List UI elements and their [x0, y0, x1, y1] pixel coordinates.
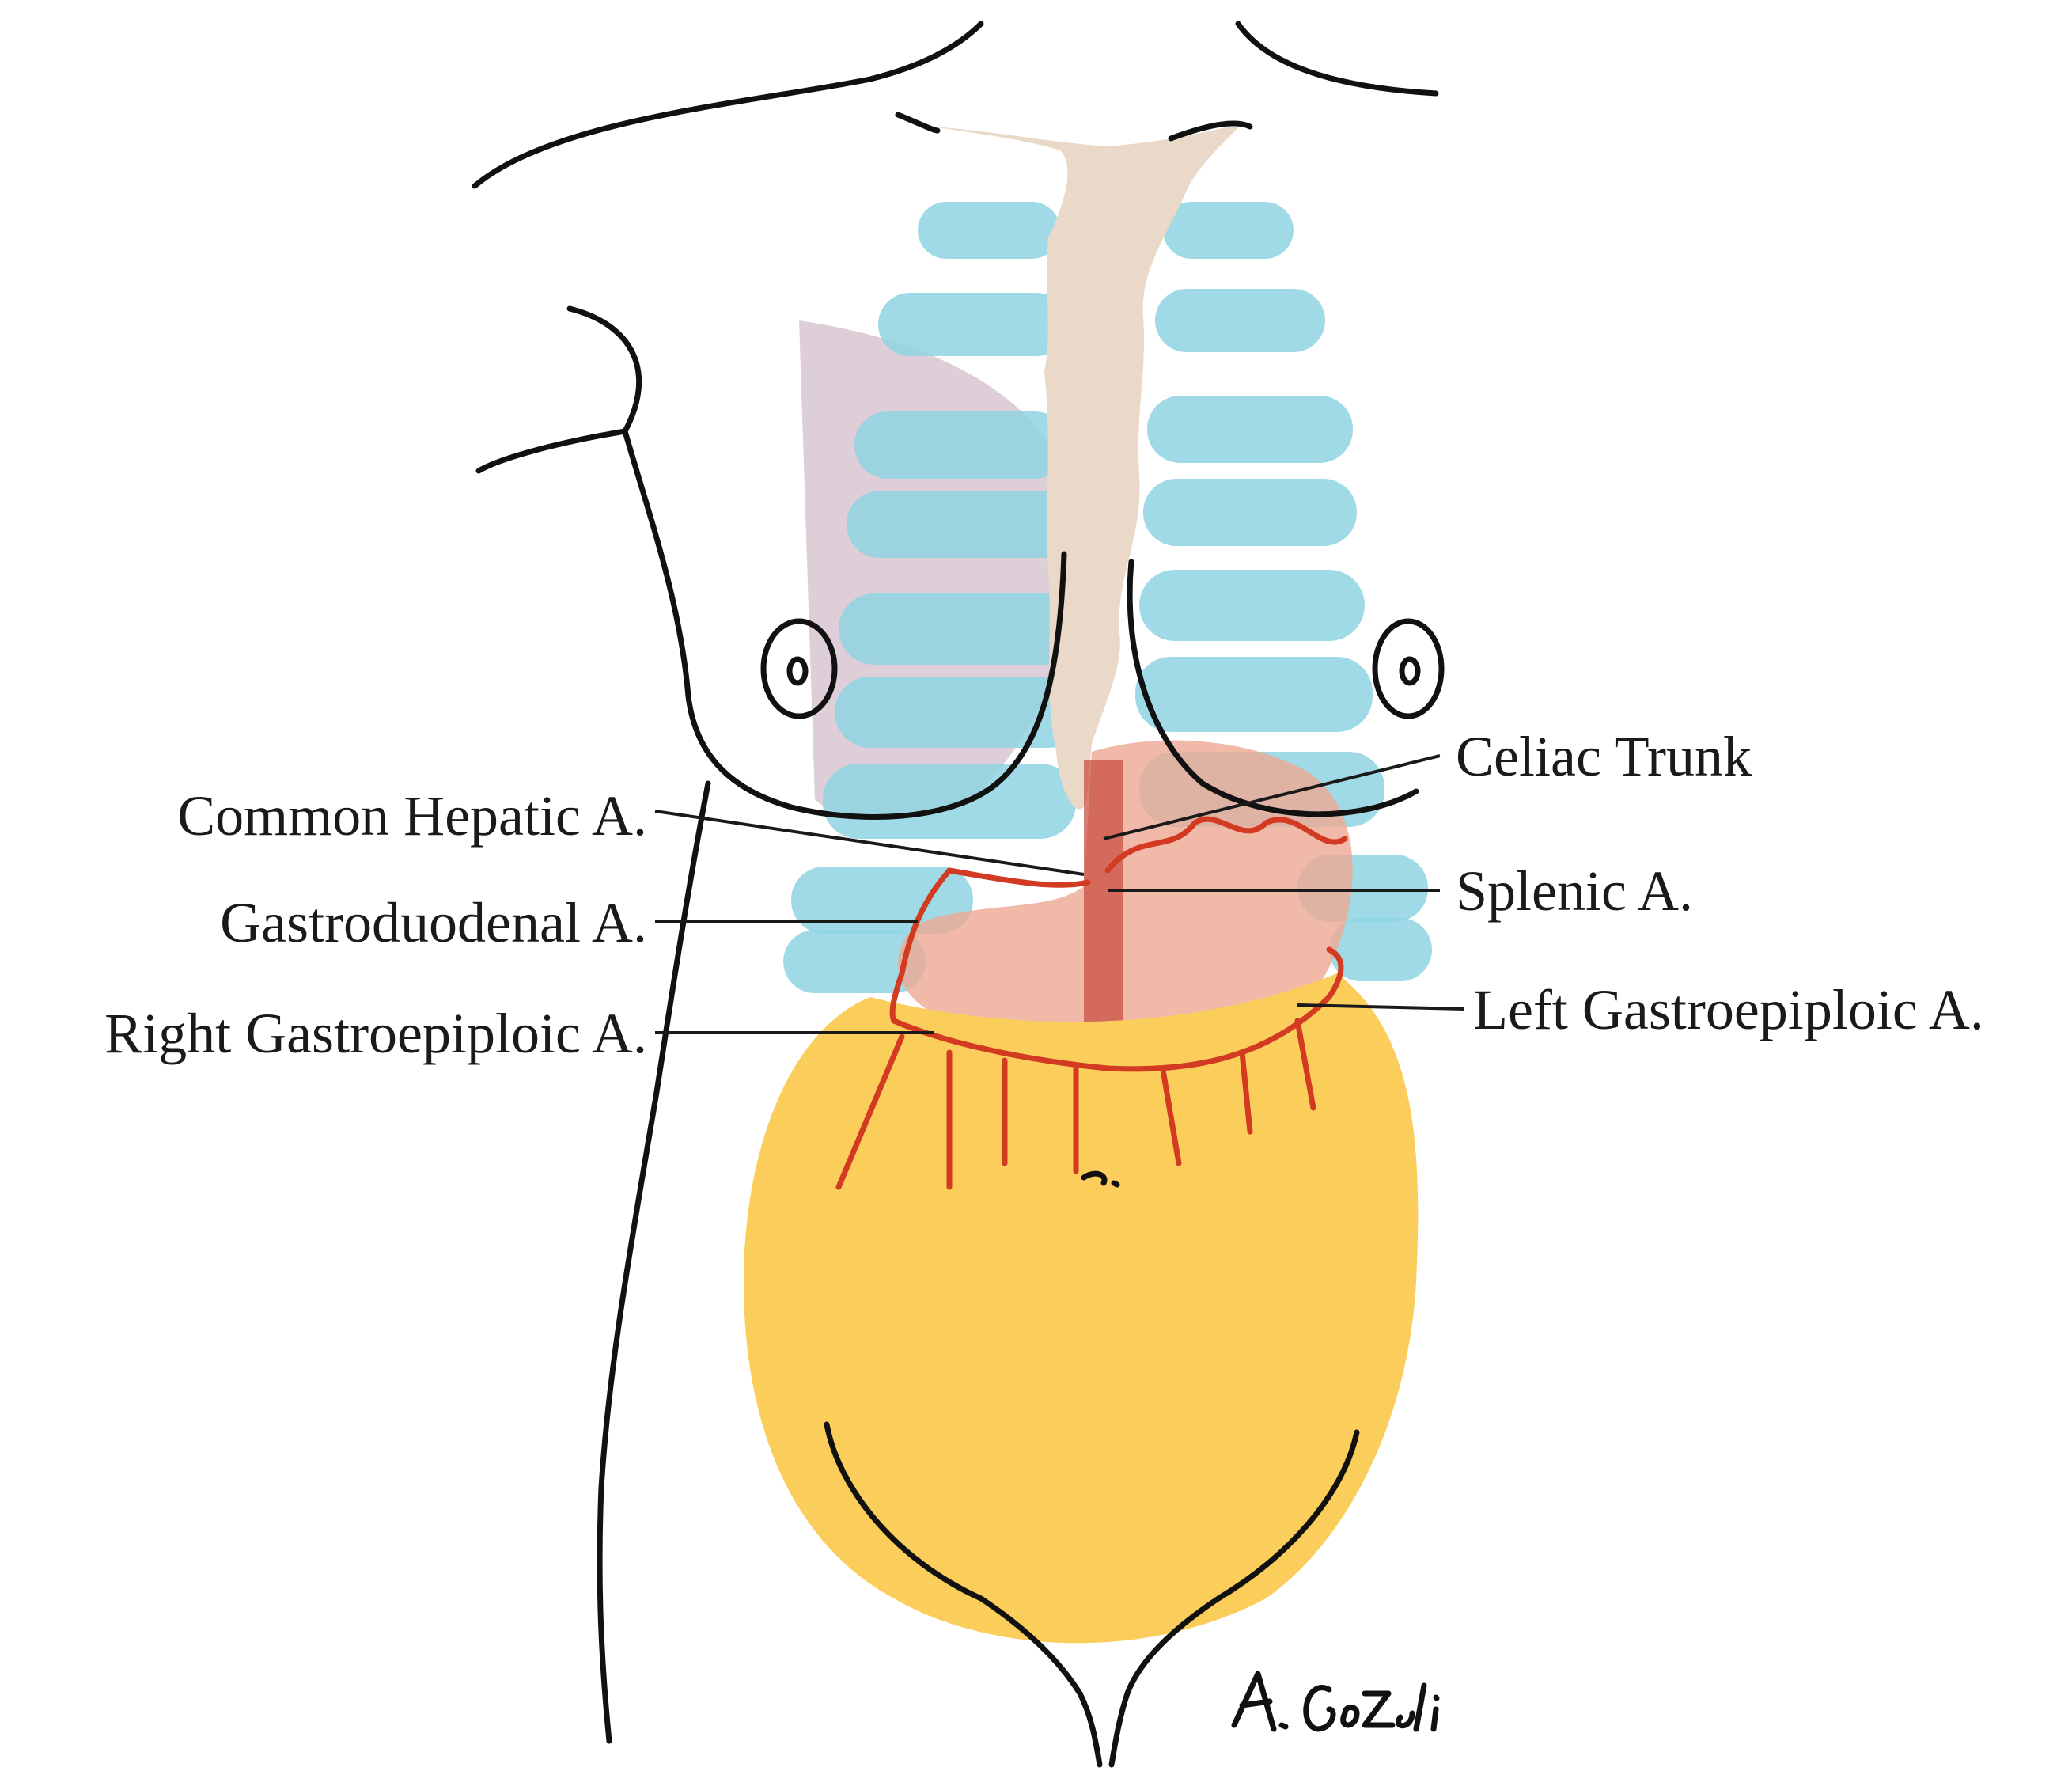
right-nipple-center	[1399, 656, 1421, 686]
label-gastroduodenal: Gastroduodenal A.	[220, 891, 647, 954]
lower-abdomen-line-right	[1108, 1429, 1360, 1768]
rib	[839, 593, 1080, 665]
gastroepiploic-arc	[891, 946, 1344, 1072]
stomach-shape	[898, 740, 1353, 1037]
greater-omentum	[744, 973, 1419, 1644]
leader-common-hepatic	[654, 810, 1085, 876]
rib	[847, 491, 1076, 558]
rib	[1139, 570, 1365, 641]
omental-branch	[1239, 1049, 1253, 1135]
left-nipple-center	[786, 656, 809, 686]
right-shoulder-line	[1235, 21, 1439, 97]
sternum	[934, 123, 1242, 810]
left-breast-outline	[475, 305, 1067, 820]
rib	[918, 202, 1060, 259]
signature-stroke	[1231, 1671, 1440, 1732]
label-common-hepatic: Common Hepatic A.	[177, 784, 647, 848]
leader-celiac-trunk	[1103, 754, 1441, 840]
label-right-gastroepiploic: Right Gastroepiploic A.	[104, 1002, 647, 1065]
labels: Celiac Trunk Common Hepatic A. Splenic A…	[104, 725, 1984, 1065]
rib	[1163, 202, 1294, 259]
right-nipple	[1372, 618, 1445, 719]
rib	[878, 293, 1068, 356]
omental-branch	[835, 1033, 905, 1190]
rib	[791, 867, 973, 934]
rib	[823, 764, 1076, 839]
rib	[783, 930, 926, 993]
gastroduodenal-artery	[889, 867, 953, 1024]
left-nipple	[760, 618, 838, 719]
rib	[1135, 657, 1373, 732]
omental-branch	[1294, 1018, 1316, 1111]
leader-left-gastroepiploic	[1297, 1003, 1464, 1011]
rib	[1329, 918, 1432, 981]
rib	[854, 411, 1068, 479]
rib	[1155, 289, 1325, 352]
arteries	[835, 816, 1348, 1190]
splenic-artery	[1104, 816, 1348, 874]
left-torso-side	[597, 780, 711, 1744]
rib	[1143, 479, 1357, 546]
navel	[1081, 1170, 1120, 1188]
label-celiac-trunk: Celiac Trunk	[1456, 725, 1752, 788]
lower-abdomen-line	[824, 1421, 1103, 1768]
neckline-right	[1168, 120, 1253, 142]
rib	[835, 677, 1084, 748]
left-shoulder-line	[472, 21, 984, 189]
label-left-gastroepiploic: Left Gastroepiploic A.	[1473, 978, 1984, 1041]
label-splenic: Splenic A.	[1456, 859, 1693, 923]
right-breast-outline	[1127, 559, 1419, 817]
common-hepatic-artery	[946, 867, 1091, 888]
neckline-left	[895, 112, 941, 134]
signature	[1231, 1671, 1440, 1732]
aorta	[1084, 760, 1123, 1029]
leader-lines	[654, 754, 1464, 1034]
omental-branch	[1160, 1067, 1182, 1166]
body-outline	[472, 21, 1445, 1768]
rib	[1147, 396, 1353, 463]
